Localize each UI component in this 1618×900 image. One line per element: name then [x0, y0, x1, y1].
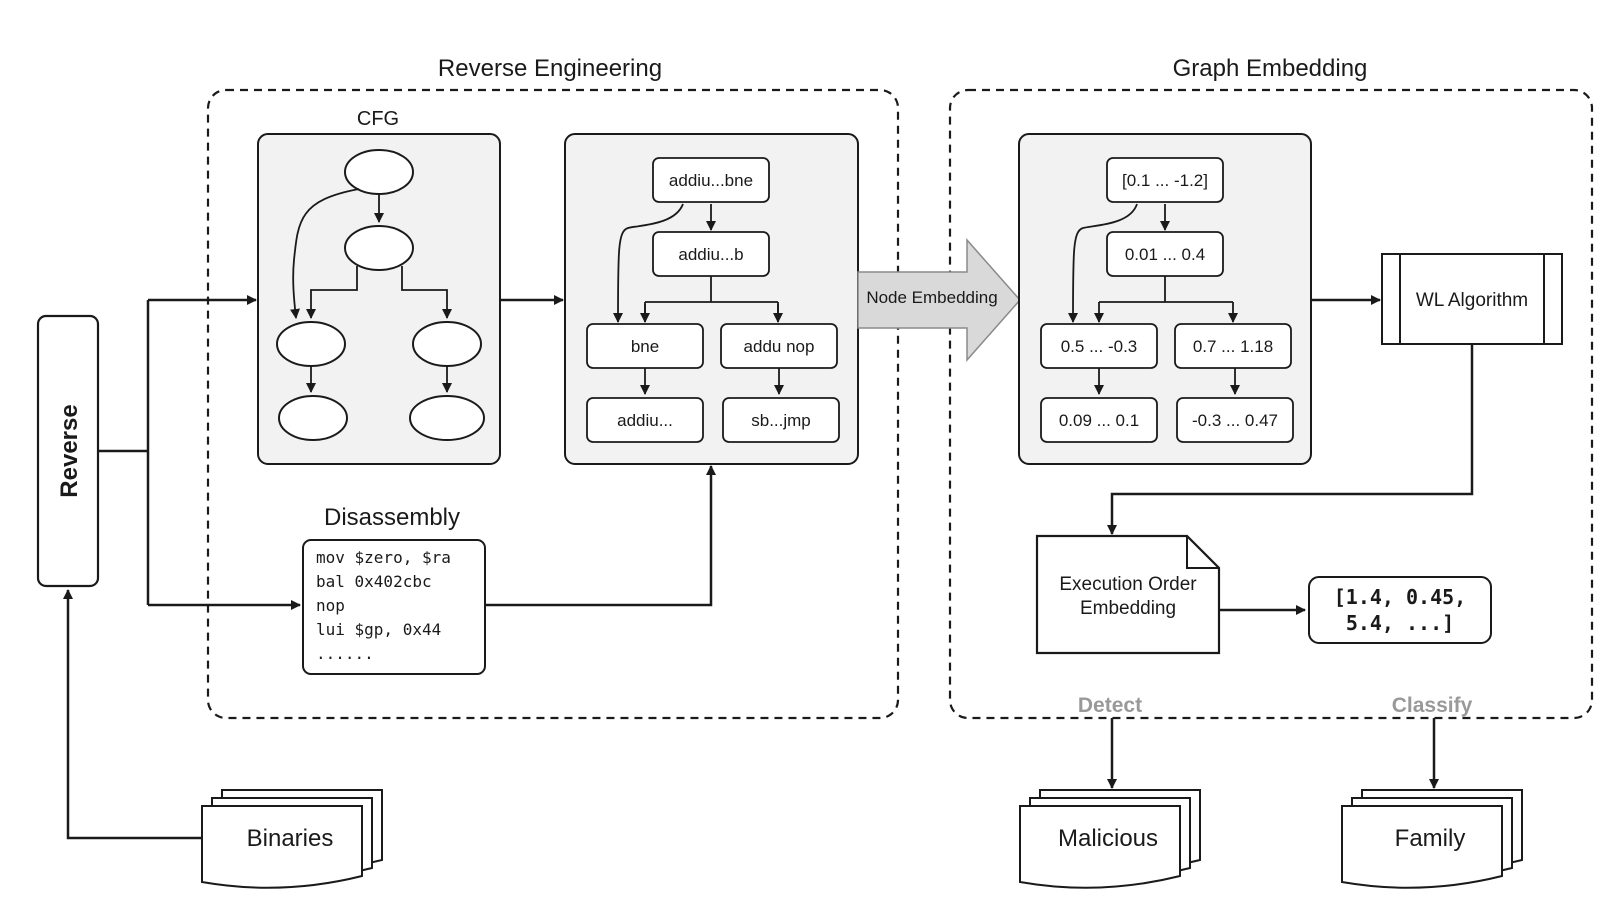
reverse-connectors: [98, 295, 301, 610]
graph-embedding-title: Graph Embedding: [1173, 55, 1368, 82]
cfg-node-3: [276, 321, 346, 367]
svg-text:bne: bne: [631, 337, 659, 356]
svg-text:addu nop: addu nop: [744, 337, 815, 356]
family-document-stack: Family: [1341, 789, 1523, 889]
execution-order-line-1: Execution Order: [1059, 574, 1197, 595]
binaries-to-reverse-arrow: [63, 589, 202, 840]
svg-text:addiu...: addiu...: [617, 411, 673, 430]
wl-algorithm-box: WL Algorithm: [1381, 253, 1563, 345]
classify-label: Classify: [1392, 694, 1473, 717]
reverse-box: Reverse: [36, 314, 100, 588]
svg-text:0.7 ... 1.18: 0.7 ... 1.18: [1193, 337, 1273, 356]
embed-node-right-child: -0.3 ... 0.47: [1176, 397, 1294, 443]
instr-node-left-child: addiu...: [586, 397, 704, 443]
embedding-graph-panel: [0.1 ... -1.2] 0.01 ... 0.4 0.5 ... -0.3…: [1018, 133, 1312, 465]
reverse-engineering-section: Reverse Engineering: [206, 55, 900, 720]
svg-text:0.5 ... -0.3: 0.5 ... -0.3: [1061, 337, 1138, 356]
output-vector-box: [1.4, 0.45, 5.4, ...]: [1308, 576, 1492, 644]
disassembly-line-5: ......: [316, 644, 374, 663]
instruction-graph-panel: addiu...bne addiu...b bne addu nop addiu…: [564, 133, 859, 465]
cfg-node-4: [412, 321, 482, 367]
svg-text:addiu...b: addiu...b: [678, 245, 743, 264]
cfg-node-2: [344, 225, 414, 271]
reverse-label: Reverse: [56, 404, 83, 497]
embed-node-left-child: 0.09 ... 0.1: [1040, 397, 1158, 443]
wl-to-execution-order-arrow: [1107, 344, 1474, 535]
disassembly-line-2: bal 0x402cbc: [316, 572, 432, 591]
binaries-document-stack: Binaries: [201, 789, 383, 889]
node-embedding-label: Node Embedding: [866, 288, 997, 307]
instr-node-left: bne: [586, 323, 704, 369]
disassembly-title: Disassembly: [324, 504, 460, 531]
malicious-label: Malicious: [1058, 825, 1158, 852]
instr-node-top: addiu...bne: [652, 157, 770, 203]
cfg-panel: CFG: [257, 108, 501, 465]
output-vector-line-2: 5.4, ...]: [1346, 611, 1454, 635]
wl-algorithm-label: WL Algorithm: [1416, 290, 1528, 311]
svg-text:-0.3 ... 0.47: -0.3 ... 0.47: [1192, 411, 1278, 430]
cfg-node-5: [278, 395, 348, 441]
graph-embedding-section: Graph Embedding: [948, 55, 1594, 720]
disassembly-to-instructions-arrow: [485, 465, 716, 607]
execution-order-embedding: Execution Order Embedding: [1035, 534, 1221, 655]
cfg-node-6: [409, 395, 485, 441]
svg-text:0.09 ... 0.1: 0.09 ... 0.1: [1059, 411, 1139, 430]
svg-text:[0.1 ... -1.2]: [0.1 ... -1.2]: [1122, 171, 1208, 190]
disassembly-block: Disassembly mov $zero, $ra bal 0x402cbc …: [302, 504, 486, 675]
embed-node-left: 0.5 ... -0.3: [1040, 323, 1158, 369]
node-embedding-arrow: Node Embedding: [857, 238, 1022, 362]
family-label: Family: [1395, 825, 1466, 852]
malicious-document-stack: Malicious: [1019, 789, 1201, 889]
detect-label: Detect: [1078, 694, 1142, 717]
output-vector-line-1: [1.4, 0.45,: [1334, 585, 1466, 609]
svg-text:sb...jmp: sb...jmp: [751, 411, 811, 430]
embed-node-right: 0.7 ... 1.18: [1174, 323, 1292, 369]
disassembly-line-3: nop: [316, 596, 345, 615]
cfg-node-1: [344, 149, 414, 195]
embed-node-top: [0.1 ... -1.2]: [1106, 157, 1224, 203]
svg-text:addiu...bne: addiu...bne: [669, 171, 753, 190]
instr-node-right-child: sb...jmp: [722, 397, 840, 443]
instr-node-mid: addiu...b: [652, 231, 770, 277]
embed-node-mid: 0.01 ... 0.4: [1106, 231, 1224, 277]
cfg-title: CFG: [357, 108, 399, 130]
disassembly-line-4: lui $gp, 0x44: [316, 620, 441, 639]
disassembly-line-1: mov $zero, $ra: [316, 548, 451, 567]
svg-text:0.01 ... 0.4: 0.01 ... 0.4: [1125, 245, 1205, 264]
execution-order-line-2: Embedding: [1080, 598, 1176, 619]
reverse-engineering-title: Reverse Engineering: [438, 55, 662, 82]
instr-node-right: addu nop: [720, 323, 838, 369]
binaries-label: Binaries: [247, 825, 334, 852]
